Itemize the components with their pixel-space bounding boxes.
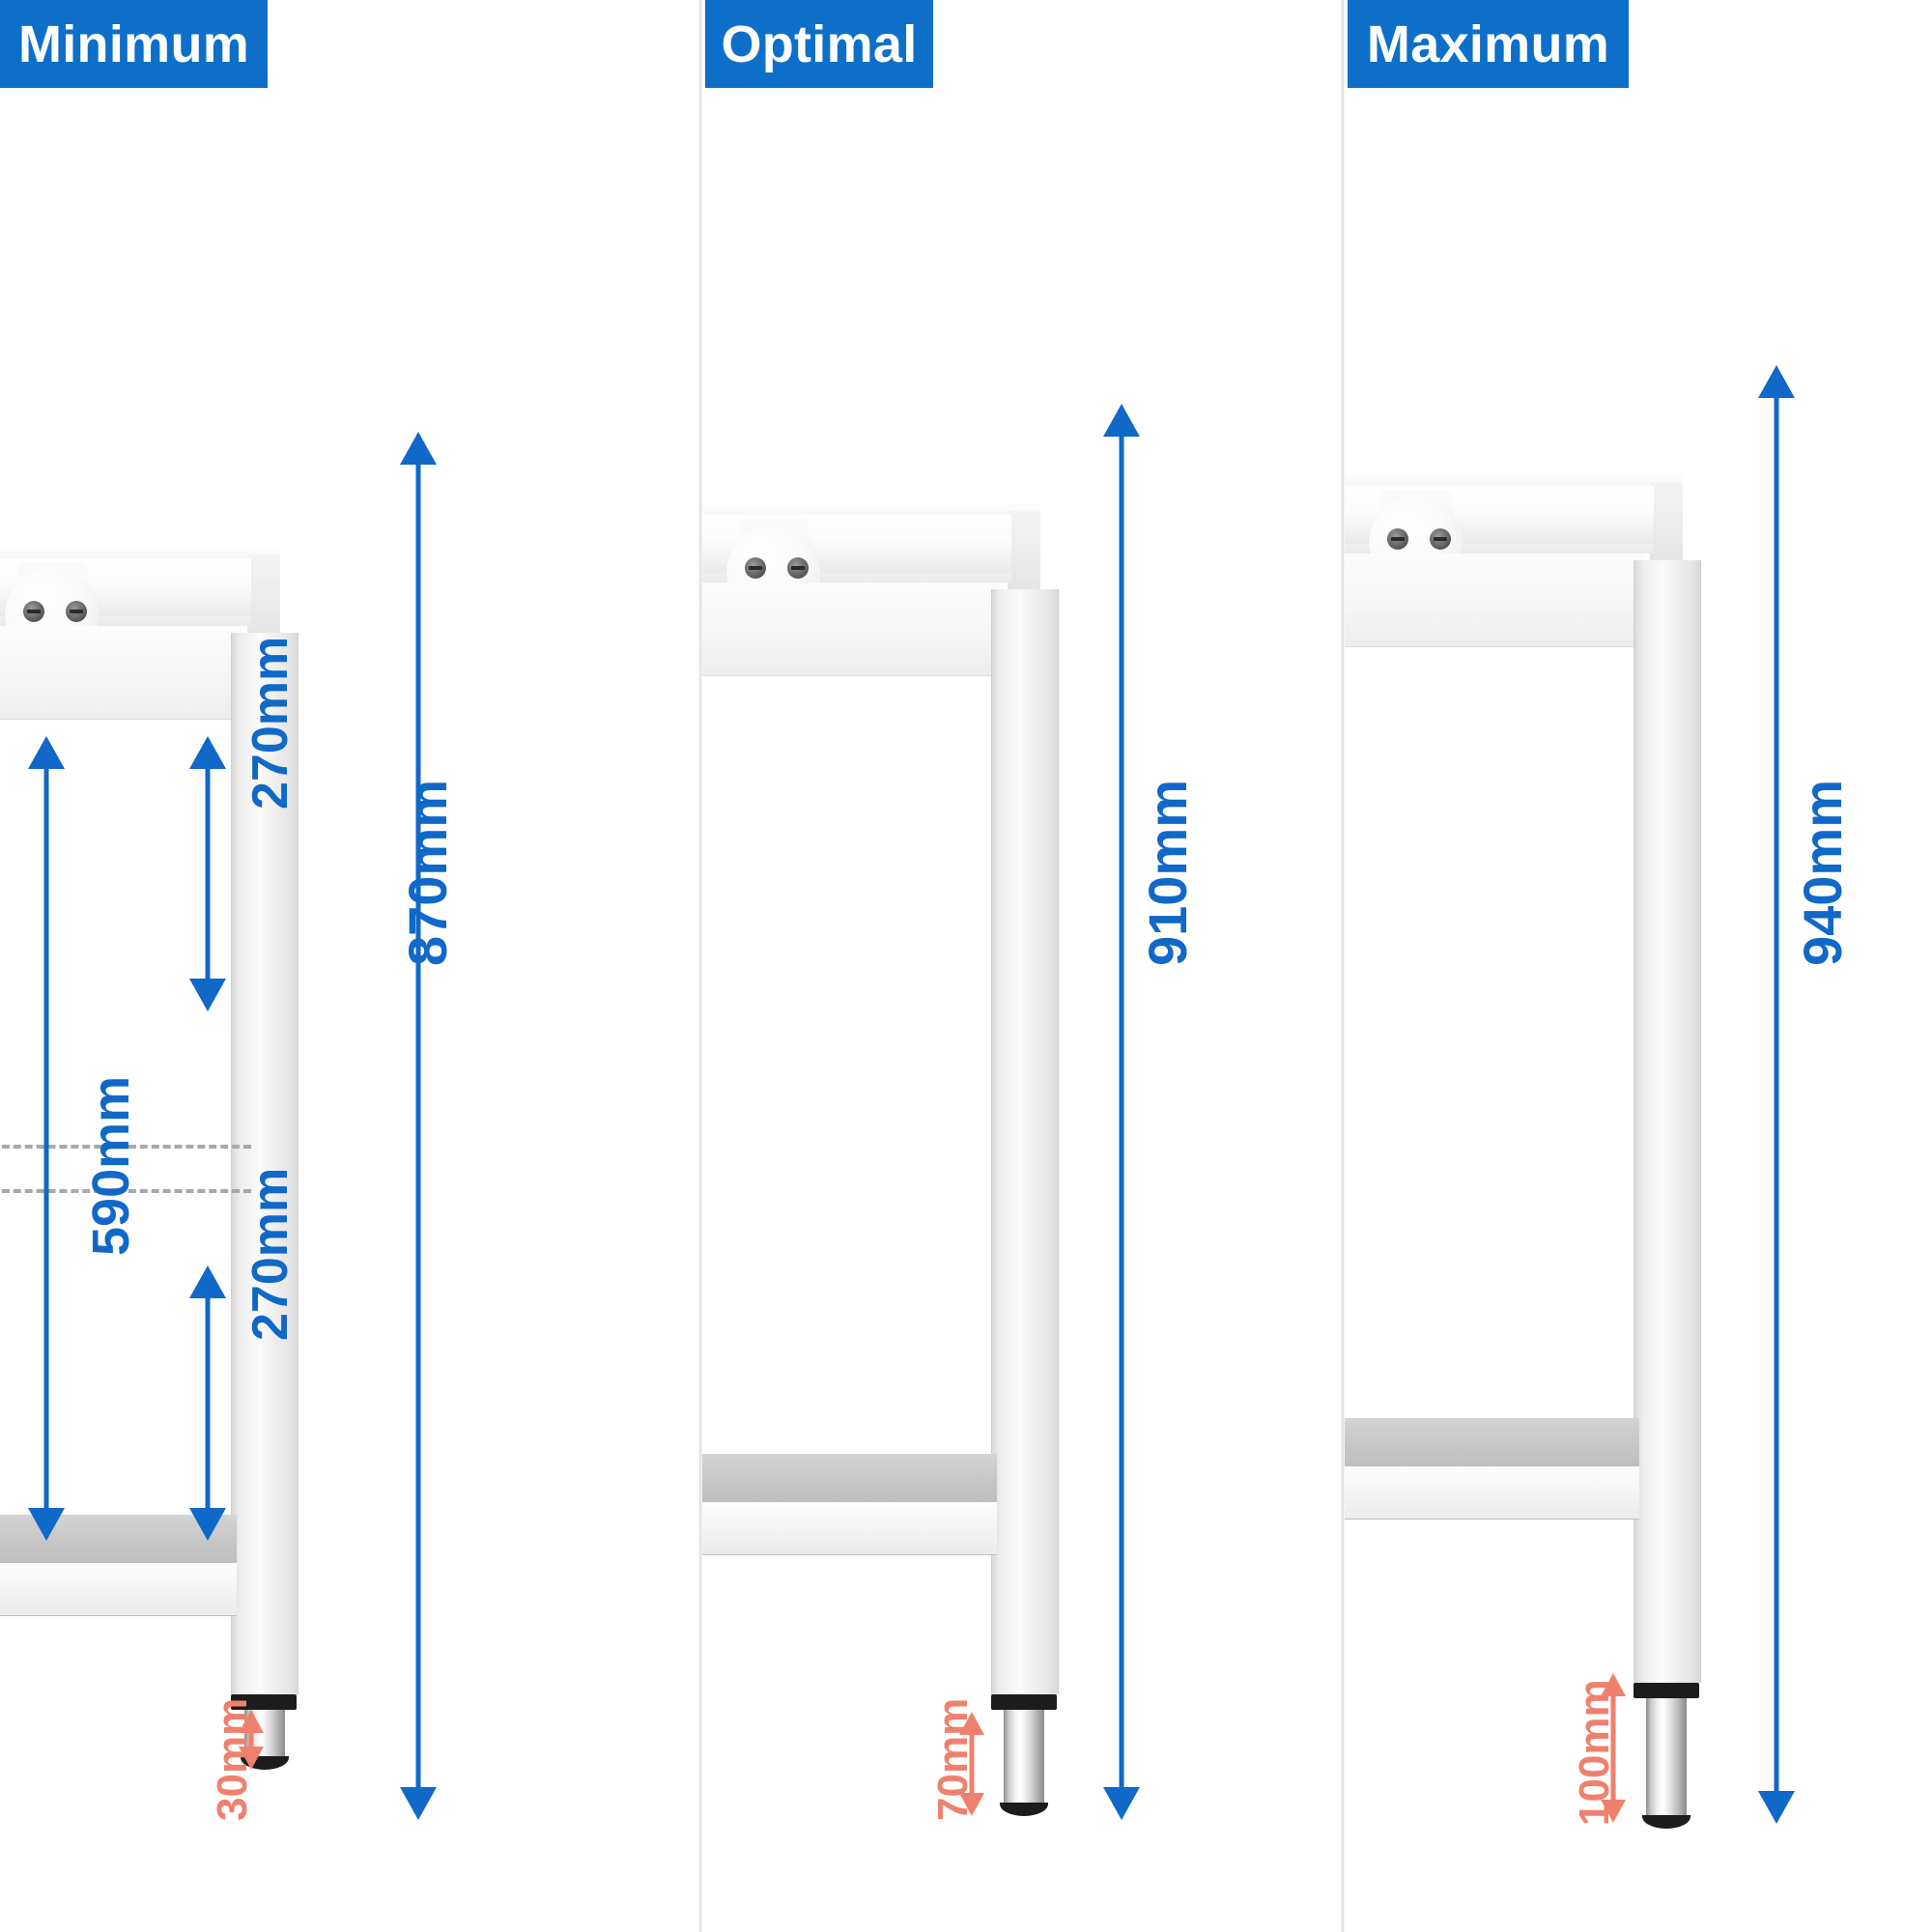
foot-collar-minimum bbox=[231, 1694, 297, 1710]
arrow-shaft bbox=[1774, 394, 1779, 1795]
arrowhead-up bbox=[400, 432, 437, 465]
arrow-shaft bbox=[969, 1733, 975, 1795]
arrowhead-down bbox=[1601, 1800, 1626, 1823]
adjustable-foot-optimal bbox=[1004, 1710, 1044, 1806]
arrowhead-up bbox=[239, 1710, 264, 1733]
dimension-label-total-height-optimal: 910mm bbox=[1137, 779, 1198, 966]
arrow-shaft bbox=[415, 461, 421, 1791]
banner-maximum-label: Maximum bbox=[1366, 14, 1610, 73]
arrowhead-up bbox=[1758, 365, 1795, 398]
arrow-shaft bbox=[205, 765, 211, 982]
banner-maximum: Maximum bbox=[1348, 0, 1629, 88]
foot-base-optimal bbox=[1000, 1803, 1048, 1816]
bracket-screw-right-maximum bbox=[1430, 528, 1451, 550]
dimension-arrow-interior-total-minimum bbox=[28, 736, 65, 1541]
banner-optimal-label: Optimal bbox=[721, 14, 918, 73]
reference-line-upper-minimum bbox=[0, 1145, 251, 1149]
table-apron-optimal bbox=[702, 582, 1004, 676]
table-top-bevel-maximum bbox=[1345, 544, 1654, 554]
arrowhead-down bbox=[400, 1787, 437, 1820]
arrowhead-up bbox=[1103, 404, 1140, 437]
bracket-screw-left-optimal bbox=[745, 557, 766, 579]
foot-base-maximum bbox=[1642, 1815, 1690, 1829]
arrow-shaft bbox=[1610, 1694, 1616, 1802]
dimension-arrow-foot-adjust-maximum bbox=[1601, 1673, 1626, 1823]
dimension-arrow-interior-lower-minimum bbox=[189, 1265, 226, 1541]
arrowhead-up bbox=[959, 1712, 984, 1735]
arrow-shaft bbox=[205, 1294, 211, 1512]
dimension-label-total-height-maximum: 940mm bbox=[1792, 779, 1853, 966]
table-leg-inner-maximum bbox=[1642, 560, 1687, 1683]
banner-minimum-label: Minimum bbox=[17, 14, 250, 73]
reference-line-lower-minimum bbox=[0, 1189, 251, 1193]
arrowhead-up bbox=[1601, 1673, 1626, 1696]
arrowhead-down bbox=[189, 979, 226, 1011]
table-apron-minimum bbox=[0, 626, 243, 720]
panel-divider-1 bbox=[698, 0, 702, 1932]
lower-shelf-top-optimal bbox=[702, 1454, 997, 1502]
lower-shelf-top-maximum bbox=[1345, 1418, 1639, 1466]
foot-collar-optimal bbox=[991, 1694, 1057, 1710]
banner-minimum: Minimum bbox=[0, 0, 268, 88]
dimension-label-foot-adjust-optimal: 70mm bbox=[929, 1697, 977, 1821]
dimension-label-interior-total-minimum: 590mm bbox=[82, 1075, 140, 1256]
arrowhead-down bbox=[189, 1508, 226, 1541]
table-leg-inner-optimal bbox=[1000, 589, 1044, 1694]
lower-shelf-face-maximum bbox=[1345, 1466, 1639, 1520]
arrowhead-down bbox=[1103, 1787, 1140, 1820]
dimension-label-foot-adjust-minimum: 30mm bbox=[209, 1697, 256, 1821]
table-top-right-cap-optimal bbox=[1008, 511, 1040, 596]
arrow-shaft bbox=[1119, 433, 1124, 1791]
dimension-label-foot-adjust-maximum: 100mm bbox=[1571, 1679, 1618, 1826]
arrowhead-up bbox=[189, 1265, 226, 1298]
dimension-label-total-height-minimum: 870mm bbox=[397, 779, 458, 966]
bracket-screw-right-optimal bbox=[787, 557, 809, 579]
bracket-screw-left-minimum bbox=[23, 601, 44, 622]
dimension-label-interior-upper-minimum: 270mm bbox=[242, 636, 298, 810]
lower-shelf-face-minimum bbox=[0, 1563, 237, 1616]
arrowhead-down bbox=[28, 1508, 65, 1541]
table-top-bevel-minimum bbox=[0, 616, 251, 626]
bracket-screw-left-maximum bbox=[1387, 528, 1408, 550]
lower-shelf-face-optimal bbox=[702, 1502, 997, 1555]
arrowhead-up bbox=[189, 736, 226, 769]
arrowhead-down bbox=[1758, 1791, 1795, 1824]
dimension-arrow-interior-upper-minimum bbox=[189, 736, 226, 1011]
dimension-label-interior-lower-minimum: 270mm bbox=[242, 1167, 298, 1341]
arrowhead-down bbox=[959, 1793, 984, 1816]
dimension-arrow-foot-adjust-minimum bbox=[239, 1710, 264, 1770]
dimension-arrow-total-height-maximum bbox=[1758, 365, 1795, 1824]
dimension-arrow-foot-adjust-optimal bbox=[959, 1712, 984, 1816]
arrowhead-down bbox=[239, 1747, 264, 1770]
adjustable-foot-maximum bbox=[1646, 1698, 1687, 1819]
foot-collar-maximum bbox=[1634, 1683, 1699, 1698]
banner-optimal: Optimal bbox=[705, 0, 933, 88]
table-top-right-cap-minimum bbox=[247, 554, 280, 639]
table-apron-maximum bbox=[1345, 554, 1646, 647]
panel-divider-2 bbox=[1341, 0, 1345, 1932]
dimension-arrow-total-height-optimal bbox=[1103, 404, 1140, 1820]
bracket-screw-right-minimum bbox=[66, 601, 87, 622]
table-leg-inner-minimum bbox=[240, 633, 284, 1694]
table-top-bevel-optimal bbox=[702, 573, 1011, 582]
arrowhead-up bbox=[28, 736, 65, 769]
table-top-right-cap-maximum bbox=[1650, 482, 1683, 567]
dimension-arrow-total-height-minimum bbox=[400, 432, 437, 1820]
arrow-shaft bbox=[248, 1731, 254, 1748]
arrow-shaft bbox=[43, 765, 49, 1512]
